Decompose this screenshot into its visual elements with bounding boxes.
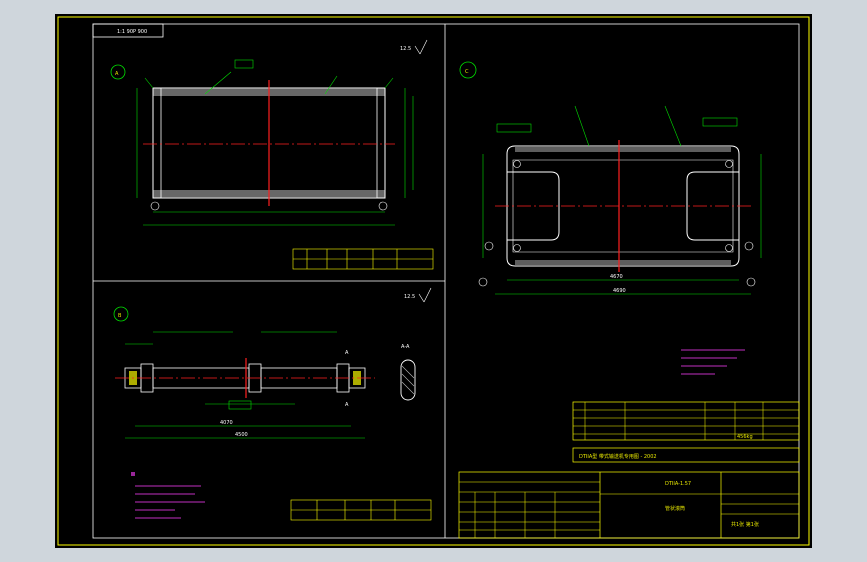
tolerance-frame-c1: [496, 123, 532, 133]
tolerance-frame-b: [228, 400, 252, 410]
view-c-label: C: [465, 69, 469, 75]
approval-table: [458, 471, 800, 539]
roughness-a-value: 12.5: [400, 46, 411, 52]
c-dim-overall: 4690: [613, 288, 626, 294]
detail-circle-c2: [744, 241, 754, 251]
bolt-3: [513, 244, 521, 252]
notes-bullet: [131, 472, 135, 476]
roughness-b-left: [418, 293, 425, 303]
section-hatch: [401, 365, 415, 395]
leader-c2: [664, 105, 682, 147]
bolt-4: [725, 244, 733, 252]
tb-part-name: 管状滚筒: [665, 505, 685, 512]
leader-a3: [144, 77, 154, 89]
section-marker-2: A: [345, 402, 349, 408]
b-dim-overall: 4500: [235, 432, 248, 438]
view-b: B 4070 4500 A A 12.5 A-A: [113, 287, 432, 521]
tb-drawing-title: DTIIA型 带式输送机专用图 - 2002: [579, 453, 657, 460]
shell-inner: [512, 159, 734, 253]
shell-wall-top: [515, 147, 731, 152]
view-a-marker: [110, 64, 126, 80]
c-dim-inner: 4670: [610, 274, 623, 280]
roughness-b-right: [423, 287, 432, 303]
cad-drawing: 1:1 90P 900 A 12.5: [57, 16, 810, 546]
leader-a4: [384, 77, 394, 89]
view-a-label: A: [115, 71, 119, 77]
section-outline: [400, 359, 416, 401]
detail-circle-a1: [150, 201, 160, 211]
detail-circle-c3: [478, 277, 488, 287]
shell-outer: [506, 145, 740, 267]
hub-left: [507, 171, 560, 241]
outer-frame: [57, 16, 810, 546]
leader-c1: [574, 105, 590, 147]
tb-weight: 456kg: [737, 434, 753, 440]
roughness-a-left: [414, 45, 421, 55]
parts-table: [572, 401, 800, 441]
view-b-marker: [113, 306, 129, 322]
tb-sheet-info: 共1张 第1张: [731, 521, 759, 528]
tb-drawing-number: DTIIA-1.57: [665, 481, 691, 487]
scale-box: [92, 23, 164, 38]
drawing-sheet: 1:1 90P 900 A 12.5: [55, 14, 812, 548]
tolerance-frame-c2: [702, 117, 738, 127]
section-label: A-A: [401, 344, 410, 350]
scale-label: 1:1 90P 900: [117, 29, 147, 35]
flange-right: [376, 87, 386, 199]
title-block: 456kg DTIIA型 带式输送机专用图 - 2002 DTIIA-1.57 …: [458, 401, 800, 539]
tolerance-frame-a: [234, 59, 254, 69]
section-marker-1: A: [345, 350, 349, 356]
view-b-label: B: [118, 313, 122, 319]
hub-right: [686, 171, 739, 241]
roughness-b-value: 12.5: [404, 294, 415, 300]
leader-a1: [204, 71, 232, 95]
bolt-1: [513, 160, 521, 168]
view-c: C 4670 4690: [459, 61, 762, 375]
detail-circle-a2: [378, 201, 388, 211]
detail-circle-c4: [746, 277, 756, 287]
bolt-2: [725, 160, 733, 168]
b-dim-main: 4070: [220, 420, 233, 426]
leader-a2: [324, 75, 338, 95]
view-c-marker: [459, 61, 477, 79]
detail-circle-c1: [484, 241, 494, 251]
roughness-a-right: [419, 39, 428, 55]
view-a: A 12.5: [110, 39, 434, 270]
shell-wall-bottom: [515, 260, 731, 265]
title-row: [572, 447, 800, 463]
flange-left: [152, 87, 162, 199]
